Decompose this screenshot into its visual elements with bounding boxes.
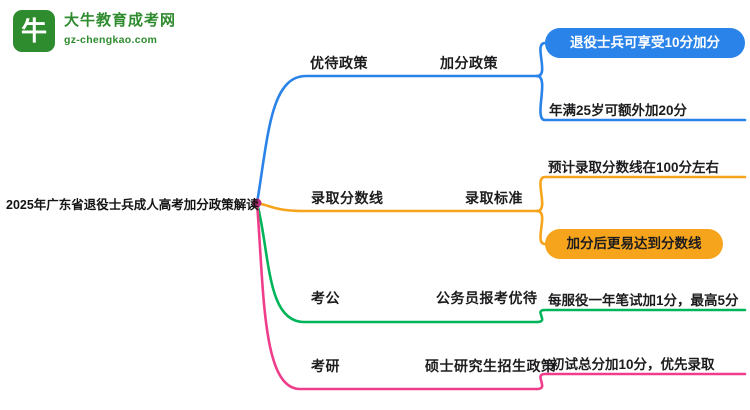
connector-leaf-easier-reach-score [535,209,547,246]
leaf-expected-score-100[interactable]: 预计录取分数线在100分左右 [548,160,720,175]
connector-leaf-initial-exam-bonus [535,372,747,391]
node-civil-service-preference[interactable]: 公务员报考优待 [436,290,538,306]
leaf-easier-reach-score[interactable]: 加分后更易达到分数线 [545,229,723,259]
root-node[interactable]: 2025年广东省退役士兵成人高考加分政策解读 [6,198,259,212]
logo-icon: 牛 [13,10,55,52]
node-preferential-policy[interactable]: 优待政策 [310,55,368,71]
logo-text-block: 大牛教育成考网 gz-chengkao.com [64,9,176,46]
connector-leaf-veteran-10-points [535,41,547,78]
node-postgraduate-policy[interactable]: 硕士研究生招生政策 [425,358,556,374]
node-admission-standard[interactable]: 录取标准 [465,190,523,206]
leaf-initial-exam-bonus[interactable]: 初试总分加10分，优先录取 [551,357,715,372]
leaf-veteran-10-points[interactable]: 退役士兵可享受10分加分 [545,28,745,58]
node-postgraduate-exam[interactable]: 考研 [311,358,340,374]
connector-leaf-written-exam-bonus [535,308,747,324]
logo-icon-glyph: 牛 [21,16,47,46]
connector-leaf-expected-score-100 [535,175,747,213]
node-bonus-policy[interactable]: 加分政策 [440,55,498,71]
logo-url: gz-chengkao.com [64,34,158,46]
logo-title: 大牛教育成考网 [64,12,177,29]
node-civil-service-exam[interactable]: 考公 [311,290,340,306]
leaf-written-exam-bonus[interactable]: 每服役一年笔试加1分，最高5分 [548,293,739,308]
leaf-age25-extra-20[interactable]: 年满25岁可额外加20分 [549,103,688,118]
branch-line-preferential-policy [255,74,539,205]
site-logo: 牛 大牛教育成考网 gz-chengkao.com [12,9,176,53]
node-admission-score-line[interactable]: 录取分数线 [311,190,384,206]
